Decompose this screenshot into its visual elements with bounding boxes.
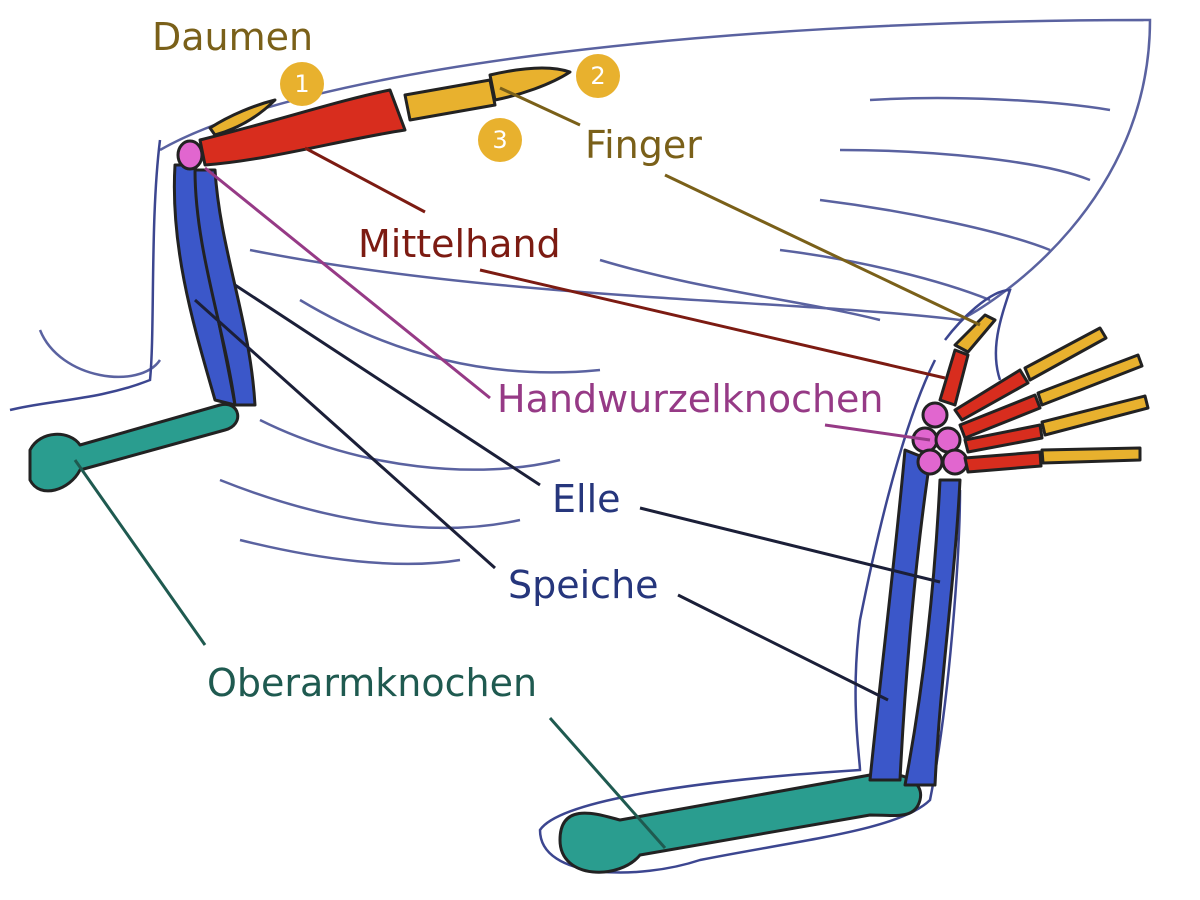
ulna-bone-left: [193, 168, 257, 407]
finger-bone-left-1: [403, 78, 497, 122]
carpal-bone-left: [176, 139, 204, 171]
humerus-bone-right: [558, 772, 923, 874]
digit-number-2: 2: [576, 54, 620, 98]
label-ulna: Elle: [552, 477, 621, 521]
leader-lines: [73, 86, 981, 849]
humerus-bone-left: [28, 402, 240, 493]
wing-outline: [9, 139, 1012, 874]
finger-bone-left-2: [488, 66, 572, 102]
extended-wing-bones: [558, 313, 1150, 874]
label-humerus: Oberarmknochen: [207, 661, 538, 705]
label-carpals: Handwurzelknochen: [497, 377, 884, 421]
feathers: [38, 18, 1152, 566]
carpal-bones-right: [911, 401, 969, 476]
label-thumb: Daumen: [152, 15, 314, 59]
digit-number-1: 1: [280, 62, 324, 106]
label-radius: Speiche: [508, 563, 659, 607]
thumb-bone-left: [208, 98, 277, 137]
finger-bones-right: [1023, 326, 1150, 465]
metacarpal-bones-right: [953, 368, 1044, 474]
label-finger: Finger: [585, 123, 702, 167]
metacarpal-bone-left: [198, 88, 407, 167]
label-metacarpus: Mittelhand: [358, 222, 561, 266]
digit-number-3: 3: [478, 118, 522, 162]
